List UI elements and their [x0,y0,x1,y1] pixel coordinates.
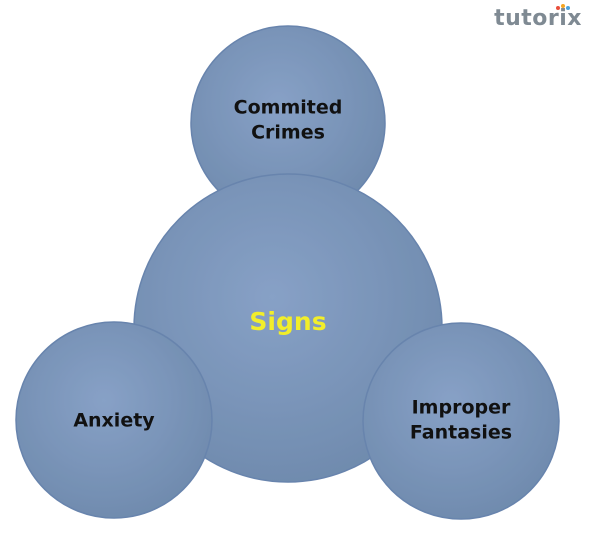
label-left: Anxiety [73,409,155,432]
logo-dots-icon [556,4,571,10]
label-right: Improper Fantasies [409,396,513,443]
label-center: Signs [249,306,327,336]
logo-text-prefix: tutor [494,6,560,31]
circle-right [362,322,560,520]
logo-text-suffix: x [567,6,582,31]
circle-left [15,321,213,519]
label-top: Commited Crimes [233,96,343,143]
logo-i: i [556,4,571,31]
